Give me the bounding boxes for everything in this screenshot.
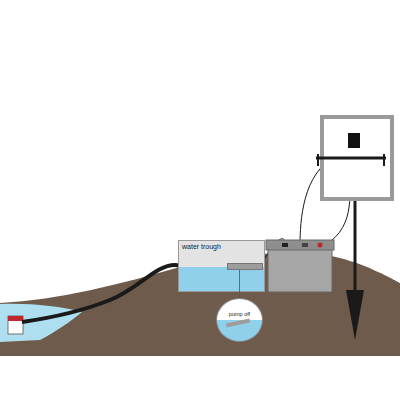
trough-label: water trough [182,243,264,250]
pump-cap [8,316,23,321]
callout-circle: pump off [216,298,263,342]
hose [22,265,186,322]
terminal [282,243,288,247]
bracket [317,154,319,166]
pond [0,304,82,342]
junction-box [348,133,360,148]
float-switch [227,263,263,270]
battery-lid [266,240,334,250]
water-trough: water trough [178,240,265,292]
pump [8,316,23,334]
ground-spike [346,290,364,340]
terminal [302,243,308,247]
bracket [316,157,386,160]
float-symbol [226,319,250,328]
bracket [383,154,385,166]
callout-label: pump off [217,311,262,317]
battery [268,244,332,292]
terminal [318,243,323,248]
